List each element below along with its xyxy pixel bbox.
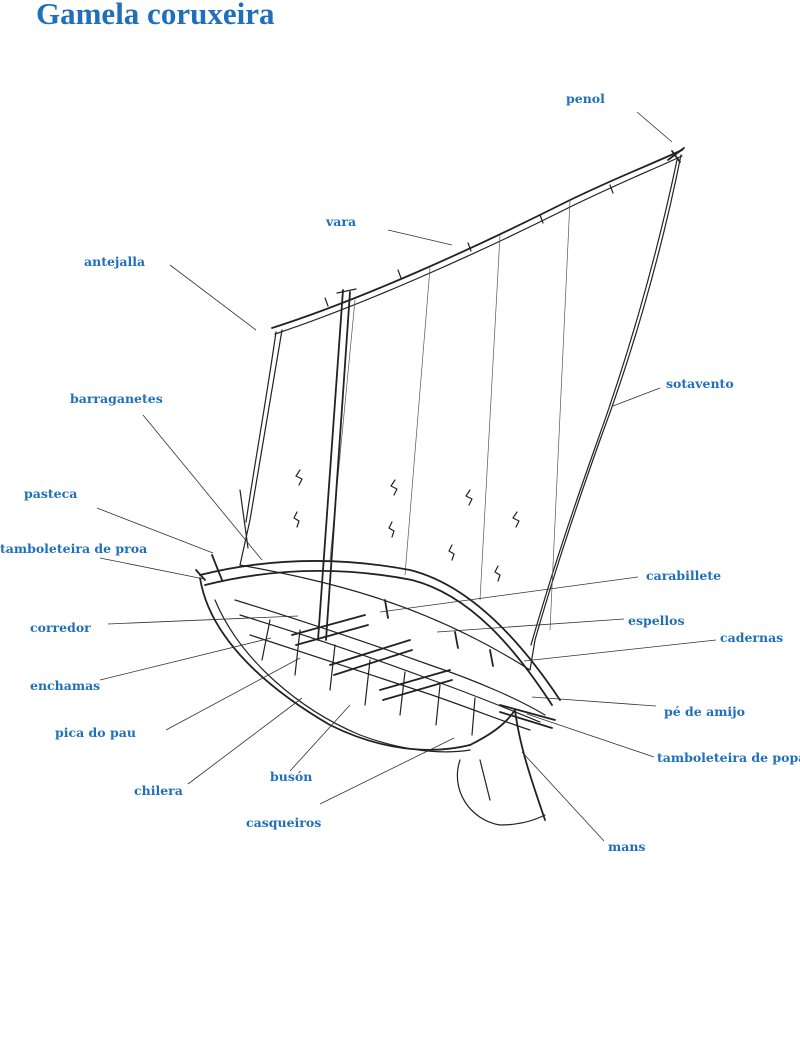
hull: [195, 554, 561, 826]
yard-spar: [271, 149, 683, 329]
sail-luff: [239, 329, 283, 566]
sail-leech: [529, 154, 682, 671]
label-cadernas: cadernas: [720, 630, 784, 645]
label-pe-de-amijo: pé de amijo: [664, 704, 746, 719]
label-antejalla: antejalla: [84, 254, 146, 269]
label-pasteca: pasteca: [24, 486, 78, 501]
label-espellos: espellos: [628, 613, 685, 628]
page-title: Gamela coruxeira: [36, 0, 275, 31]
label-enchamas: enchamas: [30, 678, 101, 693]
label-mans: mans: [608, 839, 646, 854]
label-chilera: chilera: [134, 783, 183, 798]
label-pica-do-pau: pica do pau: [55, 725, 136, 740]
mast: [239, 288, 357, 641]
label-vara: vara: [326, 214, 357, 229]
label-corredor: corredor: [30, 620, 91, 635]
label-penol: penol: [566, 91, 605, 106]
label-barraganetes: barraganetes: [70, 391, 163, 406]
leader-lines: [96, 111, 717, 842]
label-casqueiros: casqueiros: [246, 815, 322, 830]
sail: [239, 147, 685, 671]
label-buson: busón: [270, 769, 313, 784]
label-carabillete: carabillete: [646, 568, 722, 583]
label-tamboleteira-proa: tamboleteira de proa: [0, 541, 148, 556]
label-tamboleteira-popa: tamboleteira de popa: [657, 750, 800, 765]
label-sotavento: sotavento: [666, 376, 734, 391]
